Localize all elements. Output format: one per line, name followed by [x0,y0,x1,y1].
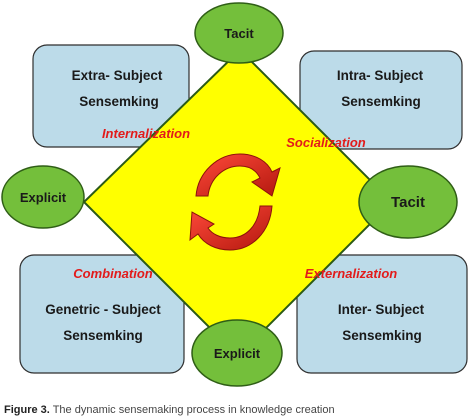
oval-tacit-right: Tacit [358,165,458,239]
oval-explicit-left-label: Explicit [20,190,67,205]
box-genetric-subject: Genetric - Subject Sensemking [19,254,185,374]
figure-caption: Figure 3. The dynamic sensemaking proces… [4,404,470,418]
box-intra-subject-line1: Intra- Subject [337,68,424,83]
box-inter-subject-line1: Inter- Subject [338,302,425,317]
process-combination: Combination [73,266,152,281]
box-extra-subject-line2: Sensemking [79,94,159,109]
box-extra-subject: Extra- Subject Sensemking [32,44,190,148]
figure-caption-label: Figure 3. [4,404,50,416]
box-genetric-subject-line2: Sensemking [63,328,143,343]
process-externalization: Externalization [305,266,398,281]
oval-explicit-bottom-label: Explicit [214,346,261,361]
oval-tacit-top: Tacit [194,2,284,64]
figure-caption-text: The dynamic sensemaking process in knowl… [52,404,335,416]
circular-cycle-arrows-icon [189,153,281,251]
box-inter-subject-line2: Sensemking [342,328,422,343]
oval-explicit-bottom: Explicit [191,319,283,387]
box-extra-subject-line1: Extra- Subject [72,68,163,83]
box-intra-subject-line2: Sensemking [341,94,421,109]
process-internalization: Internalization [102,126,190,141]
oval-tacit-top-label: Tacit [224,26,254,41]
box-inter-subject: Inter- Subject Sensemking [296,254,468,374]
box-intra-subject: Intra- Subject Sensemking [299,50,463,150]
oval-tacit-right-label: Tacit [391,194,425,211]
box-genetric-subject-line1: Genetric - Subject [45,302,161,317]
oval-explicit-left: Explicit [1,165,85,229]
process-socialization: Socialization [286,135,366,150]
